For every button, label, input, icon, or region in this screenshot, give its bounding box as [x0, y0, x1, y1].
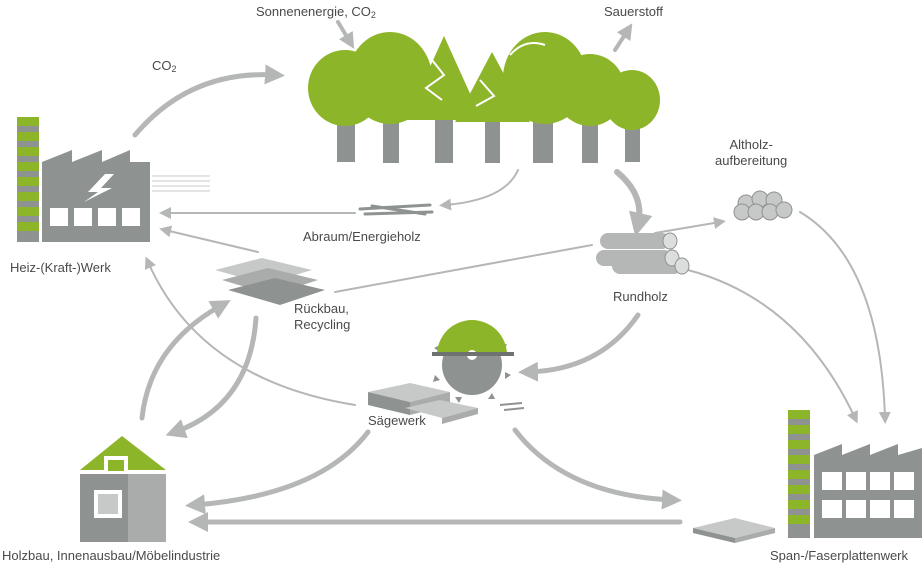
- label-altholz-line1: Altholz-: [729, 137, 773, 152]
- arrow-saegewerk-to-heizwerk: [144, 256, 356, 406]
- recycling-illustration: [215, 258, 325, 305]
- arrow-recycling-to-heizwerk: [159, 225, 259, 253]
- arrow-forest-to-oxygen: [613, 23, 633, 52]
- arrow-forest-to-abraum: [439, 169, 519, 211]
- arrow-co2-to-forest: [132, 64, 285, 138]
- house-illustration: [80, 436, 166, 542]
- label-rueckbau-line1: Rückbau,: [294, 301, 349, 316]
- abraum-illustration: [358, 203, 434, 216]
- label-sun-energy: Sonnenenergie, CO2: [256, 4, 376, 23]
- arrow-rundholz-to-altholz: [654, 217, 726, 234]
- arrow-forest-to-rundholz: [614, 169, 653, 237]
- arrow-rundholz-to-faserplatten: [687, 269, 858, 424]
- label-saegewerk: Sägewerk: [368, 413, 426, 428]
- lightning-icon: [84, 174, 114, 202]
- label-co2-sub: 2: [171, 64, 177, 74]
- label-co2-text: CO: [152, 58, 172, 73]
- boards-stack: [693, 518, 775, 543]
- label-altholz: Altholz- aufbereitung: [715, 137, 787, 169]
- label-sun-energy-sub: 2: [370, 10, 376, 20]
- arrow-recycling-to-rundholz: [334, 244, 593, 293]
- arrow-holzbau-to-recycling: [139, 300, 231, 421]
- arrow-recycling-to-holzbau: [165, 315, 259, 439]
- label-co2: CO2: [152, 58, 177, 77]
- rundholz-illustration: [596, 232, 690, 275]
- flow-arrows: [132, 20, 891, 532]
- label-holzbau: Holzbau, Innenausbau/Möbelindustrie: [2, 548, 221, 563]
- label-faserplatten: Span-/Faserplattenwerk: [770, 548, 909, 563]
- arrow-sun-to-forest: [336, 20, 355, 49]
- heizwerk-chimney: [17, 117, 39, 242]
- arrow-saegewerk-to-holzbau: [185, 429, 371, 515]
- label-rueckbau: Rückbau, Recycling: [294, 301, 350, 333]
- saegewerk-illustration: [368, 320, 525, 424]
- beams-stack: [368, 383, 478, 424]
- label-rundholz: Rundholz: [613, 289, 668, 304]
- faserplattenwerk-chimney: [788, 410, 810, 538]
- arrow-rundholz-to-saegewerk: [518, 312, 641, 382]
- arrow-saegewerk-to-faserplatten: [512, 427, 682, 510]
- altholz-illustration: [733, 190, 793, 221]
- wood-chips: [499, 402, 525, 411]
- heizwerk-illustration: [17, 117, 210, 242]
- saw-blade-icon: [432, 320, 514, 403]
- arrow-altholz-to-faserplatten: [799, 211, 891, 424]
- label-heizwerk: Heiz-(Kraft-)Werk: [10, 260, 111, 275]
- label-rueckbau-line2: Recycling: [294, 317, 351, 332]
- label-altholz-line2: aufbereitung: [715, 153, 788, 168]
- label-abraum: Abraum/Energieholz: [303, 229, 421, 244]
- label-oxygen: Sauerstoff: [604, 4, 664, 19]
- forest-illustration: [308, 32, 660, 163]
- label-sun-energy-text: Sonnenenergie, CO: [256, 4, 371, 19]
- faserplattenwerk-illustration: [693, 410, 922, 543]
